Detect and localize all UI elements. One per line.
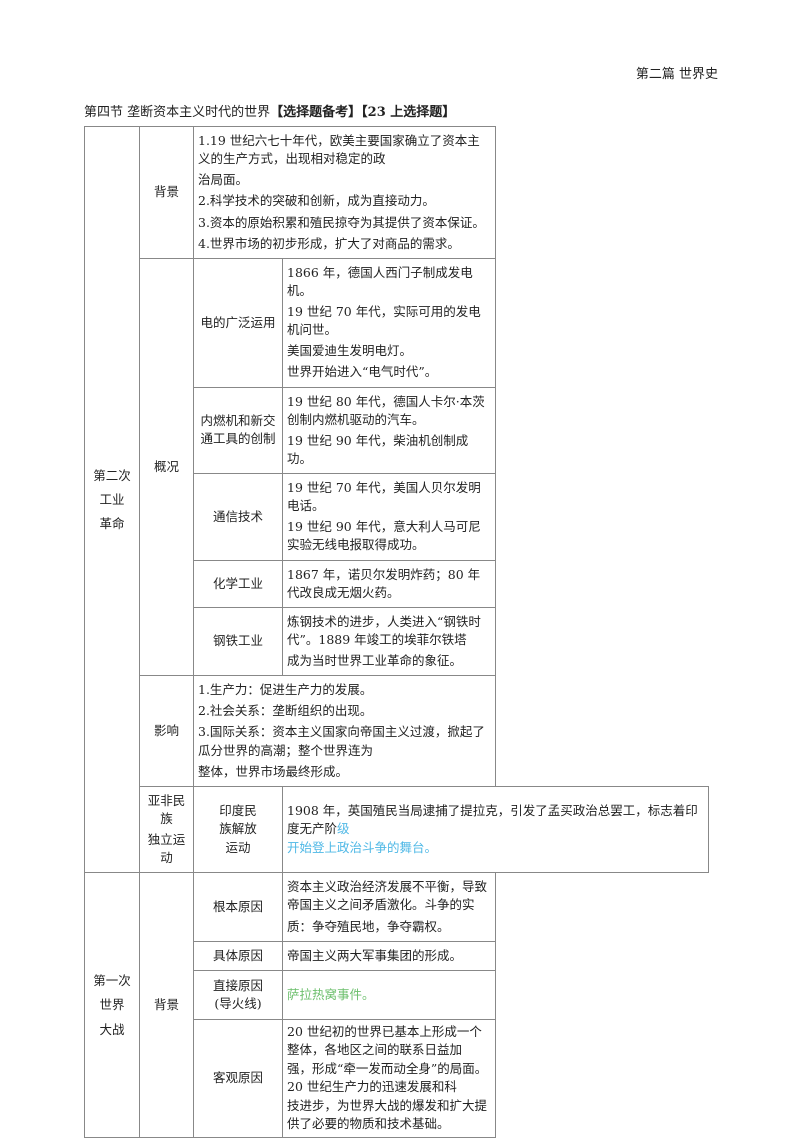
overview-electricity-label: 电的广泛运用	[193, 257, 283, 388]
asia-label: 亚非民族 独立运动	[139, 785, 194, 874]
overview-steel-row: 钢铁工业 炼钢技术的进步，人类进入“钢铁时代”。1889 年竣工的埃菲尔铁塔 成…	[85, 606, 709, 677]
asia-text-cyan-2: 开始登上政治斗争的舞台。	[287, 839, 438, 855]
overview-steel-content: 炼钢技术的进步，人类进入“钢铁时代”。1889 年竣工的埃菲尔铁塔 成为当时世界…	[282, 606, 496, 677]
overview-engine-content: 19 世纪 80 年代，德国人卡尔·本茨创制内燃机驱动的汽车。 19 世纪 90…	[282, 386, 496, 474]
overview-electricity-row: 概况 电的广泛运用 1866 年，德国人西门子制成发电机。 19 世纪 70 年…	[85, 257, 709, 677]
overview-chemical-row: 化学工业 1867 年，诺贝尔发明炸药；80 年代改良成无烟火药。	[85, 559, 709, 608]
title-prefix: 第四节 垄断资本主义时代的世界	[84, 105, 271, 120]
ww1-sub-label: 背景	[139, 872, 194, 1138]
ww1-specific-cause-label: 具体原因	[193, 940, 283, 971]
overview-chemical-label: 化学工业	[193, 559, 283, 608]
asia-content: 1908 年，英国殖民当局逮捕了提拉克，引发了孟买政治总罢工，标志着印度无产阶级…	[282, 785, 709, 874]
asia-sub-label: 印度民 族解放 运动	[193, 785, 283, 874]
overview-electricity-content: 1866 年，德国人西门子制成发电机。 19 世纪 70 年代，实际可用的发电机…	[282, 257, 496, 388]
rev2-background-label: 背景	[139, 126, 194, 259]
section-header: 第二篇 世界史	[635, 67, 718, 82]
overview-chemical-content: 1867 年，诺贝尔发明炸药；80 年代改良成无烟火药。	[282, 559, 496, 608]
ww1-root-cause-content: 资本主义政治经济发展不平衡，导致帝国主义之间矛盾激化。斗争的实 质：争夺殖民地，…	[282, 872, 496, 942]
rev2-background-content: 1.19 世纪六七十年代，欧美主要国家确立了资本主义的生产方式，出现相对稳定的政…	[193, 126, 496, 259]
title-tag-2: 【23 上选择题】	[361, 105, 456, 120]
overview-steel-label: 钢铁工业	[193, 606, 283, 677]
rev2-impact-label: 影响	[139, 675, 194, 787]
ww1-root-cause-label: 根本原因	[193, 872, 283, 942]
ww1-specific-cause-row: 具体原因 帝国主义两大军事集团的形成。	[85, 940, 709, 971]
page-title: 第四节 垄断资本主义时代的世界【选择题备考】【23 上选择题】	[84, 104, 455, 123]
ww1-direct-cause-text: 萨拉热窝事件。	[287, 986, 375, 1002]
ww1-root-cause-row: 第一次 世界 大战 背景 根本原因 资本主义政治经济发展不平衡，导致帝国主义之间…	[84, 872, 709, 1138]
rev2-overview-label: 概况	[139, 257, 194, 677]
rev2-background-row: 第二次 工业 革命 背景 1.19 世纪六七十年代，欧美主要国家确立了资本主义的…	[84, 125, 709, 874]
overview-telecom-row: 通信技术 19 世纪 70 年代，美国人贝尔发明电话。 19 世纪 90 年代，…	[85, 473, 709, 561]
ww1-direct-cause-content: 萨拉热窝事件。	[282, 969, 496, 1020]
rev2-impact-content: 1.生产力：促进生产力的发展。 2.社会关系：垄断组织的出现。 3.国际关系：资…	[193, 675, 496, 787]
asia-text-cyan-1: 级	[337, 821, 350, 837]
ww1-specific-cause-content: 帝国主义两大军事集团的形成。	[282, 940, 496, 971]
rev2-impact-row: 影响 1.生产力：促进生产力的发展。 2.社会关系：垄断组织的出现。 3.国际关…	[85, 675, 709, 787]
overview-engine-label: 内燃机和新交通工具的创制	[193, 386, 283, 474]
overview-telecom-label: 通信技术	[193, 473, 283, 561]
asia-row: 亚非民族 独立运动 印度民 族解放 运动 1908 年，英国殖民当局逮捕了提拉克…	[85, 785, 709, 874]
asia-text-main: 1908 年，英国殖民当局逮捕了提拉克，引发了孟买政治总罢工，标志着印度无产阶	[287, 803, 698, 837]
ww1-direct-cause-label: 直接原因 (导火线)	[193, 969, 283, 1020]
ww1-direct-cause-row: 直接原因 (导火线) 萨拉热窝事件。	[85, 969, 709, 1020]
ww1-objective-cause-content: 20 世纪初的世界已基本上形成一个整体，各地区之间的联系日益加 强，形成“牵一发…	[282, 1018, 496, 1138]
overview-telecom-content: 19 世纪 70 年代，美国人贝尔发明电话。 19 世纪 90 年代，意大利人马…	[282, 473, 496, 561]
overview-engine-row: 内燃机和新交通工具的创制 19 世纪 80 年代，德国人卡尔·本茨创制内燃机驱动…	[85, 386, 709, 474]
ww1-label: 第一次 世界 大战	[84, 872, 140, 1138]
title-tag-1: 【选择题备考】	[270, 105, 362, 120]
rev2-label: 第二次 工业 革命	[84, 125, 140, 874]
history-summary-table: 第二次 工业 革命 背景 1.19 世纪六七十年代，欧美主要国家确立了资本主义的…	[84, 125, 709, 1138]
ww1-objective-cause-label: 客观原因	[193, 1018, 283, 1138]
